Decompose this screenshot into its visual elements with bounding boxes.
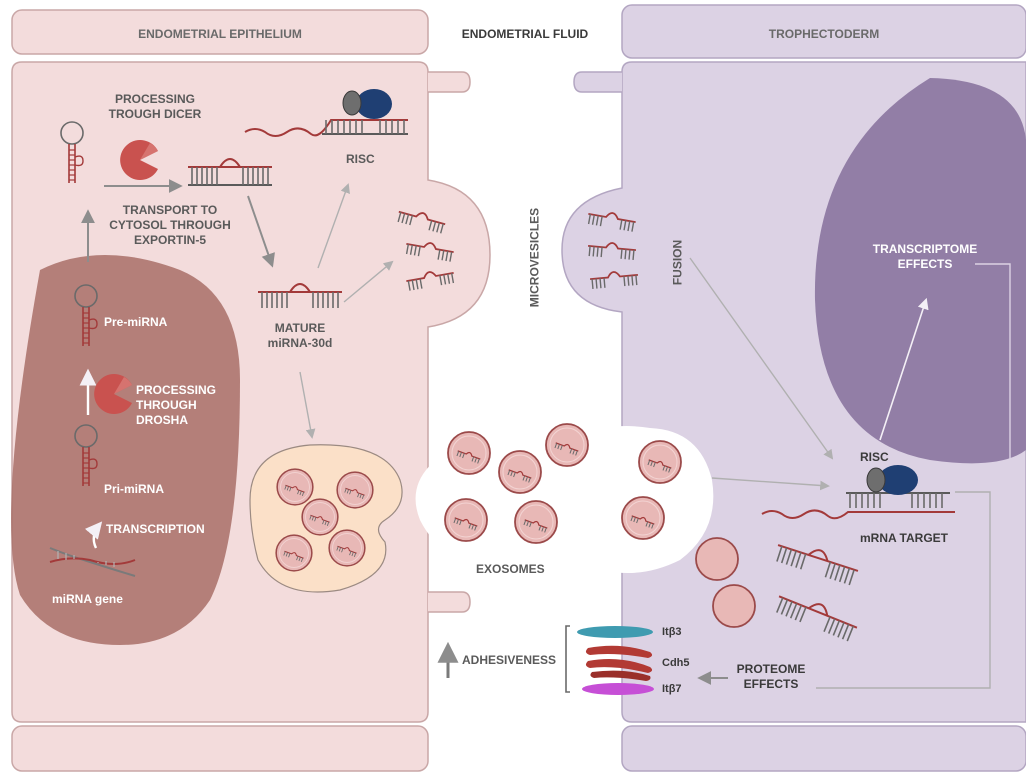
label-mrna-target: mRNA TARGET: [860, 531, 948, 545]
to-exosome-arrow: [299, 371, 316, 439]
label-pre-mirna: Pre-miRNA: [104, 315, 168, 329]
label-cdh5: Cdh5: [662, 657, 690, 669]
label-proteome-effects: PROTEOME EFFECTS: [736, 662, 806, 691]
to-risc-arrow: [317, 183, 350, 269]
label-processing-dicer: PROCESSING TROUGH DICER: [108, 92, 202, 121]
header-endometrial-epithelium: ENDOMETRIAL EPITHELIUM: [138, 27, 302, 41]
transcriptome-to-proteome-line: [816, 263, 1011, 669]
adhesion-bracket: [565, 625, 570, 693]
target-to-proteome-line: [816, 491, 991, 689]
itb7-molecule: [582, 683, 654, 695]
label-risc-left: RISC: [346, 152, 375, 166]
label-microvesicles: MICROVESICLES: [527, 207, 542, 308]
epithelium-nucleus: [11, 255, 241, 645]
endometrial-epithelium: [11, 9, 491, 772]
mvb-exosome-5: [328, 529, 366, 567]
label-mirna-gene: miRNA gene: [52, 592, 123, 606]
exosome-6: [637, 439, 683, 485]
cdh5-molecule: [585, 645, 653, 681]
mvb-exosome-2: [336, 471, 374, 509]
fusion-arrow: [689, 257, 834, 460]
maturation-arrow: [247, 195, 275, 268]
label-transport: TRANSPORT TO CYTOSOL THROUGH EXPORTIN-5: [109, 203, 231, 247]
trophectoderm-header-cell: [621, 4, 1026, 59]
label-fusion: FUSION: [670, 239, 685, 286]
exosome-3: [544, 422, 590, 468]
exosome-uptake-arrow: [711, 477, 830, 491]
label-transcription: TRANSCRIPTION: [106, 522, 205, 536]
exosome-5: [513, 499, 559, 545]
header-trophectoderm: TROPHECTODERM: [768, 27, 880, 41]
mvb-exosome-3: [301, 498, 339, 536]
trophectoderm: [561, 4, 1026, 772]
mirna-gene-icon: [49, 547, 136, 577]
exosome-2: [497, 449, 543, 495]
microvillus-top-right: [573, 71, 622, 93]
exosome-4: [443, 497, 489, 543]
exosome-7: [620, 495, 666, 541]
epithelium-header-cell: [11, 9, 429, 55]
label-transcriptome-effects: TRANSCRIPTOME EFFECTS: [872, 242, 978, 271]
label-risc-right: RISC: [860, 450, 889, 464]
transcription-arrow: [84, 521, 103, 549]
header-endometrial-fluid: ENDOMETRIAL FLUID: [461, 27, 589, 41]
trophectoderm-nucleus: [814, 78, 1026, 464]
exosome-8: [695, 537, 739, 581]
risc-complex-left: [244, 89, 408, 137]
label-mature-mirna: MATURE miRNA-30d: [267, 321, 333, 350]
microvillus-top-left: [428, 71, 471, 93]
mvb-exosome-4: [275, 534, 313, 572]
itb3-molecule: [577, 626, 653, 638]
to-microvesicle-arrow: [343, 260, 394, 303]
to-transcriptome-arrow: [879, 297, 929, 441]
label-processing-drosha: PROCESSING THROUGH DROSHA: [136, 383, 217, 427]
epithelium-bottom-cell: [11, 725, 429, 772]
label-itb7: Itβ7: [662, 683, 682, 695]
trophectoderm-bottom-cell: [621, 725, 1026, 772]
exosome-1: [446, 430, 492, 476]
mvb-exosome-1: [276, 468, 314, 506]
label-pri-mirna: Pri-miRNA: [104, 482, 165, 496]
label-itb3: Itβ3: [662, 626, 682, 638]
microvillus-bottom-left: [428, 591, 471, 613]
exosome-9: [712, 584, 756, 628]
label-exosomes: EXOSOMES: [476, 562, 545, 576]
risc-complex-right: [761, 465, 955, 520]
label-adhesiveness: ADHESIVENESS: [462, 653, 557, 667]
